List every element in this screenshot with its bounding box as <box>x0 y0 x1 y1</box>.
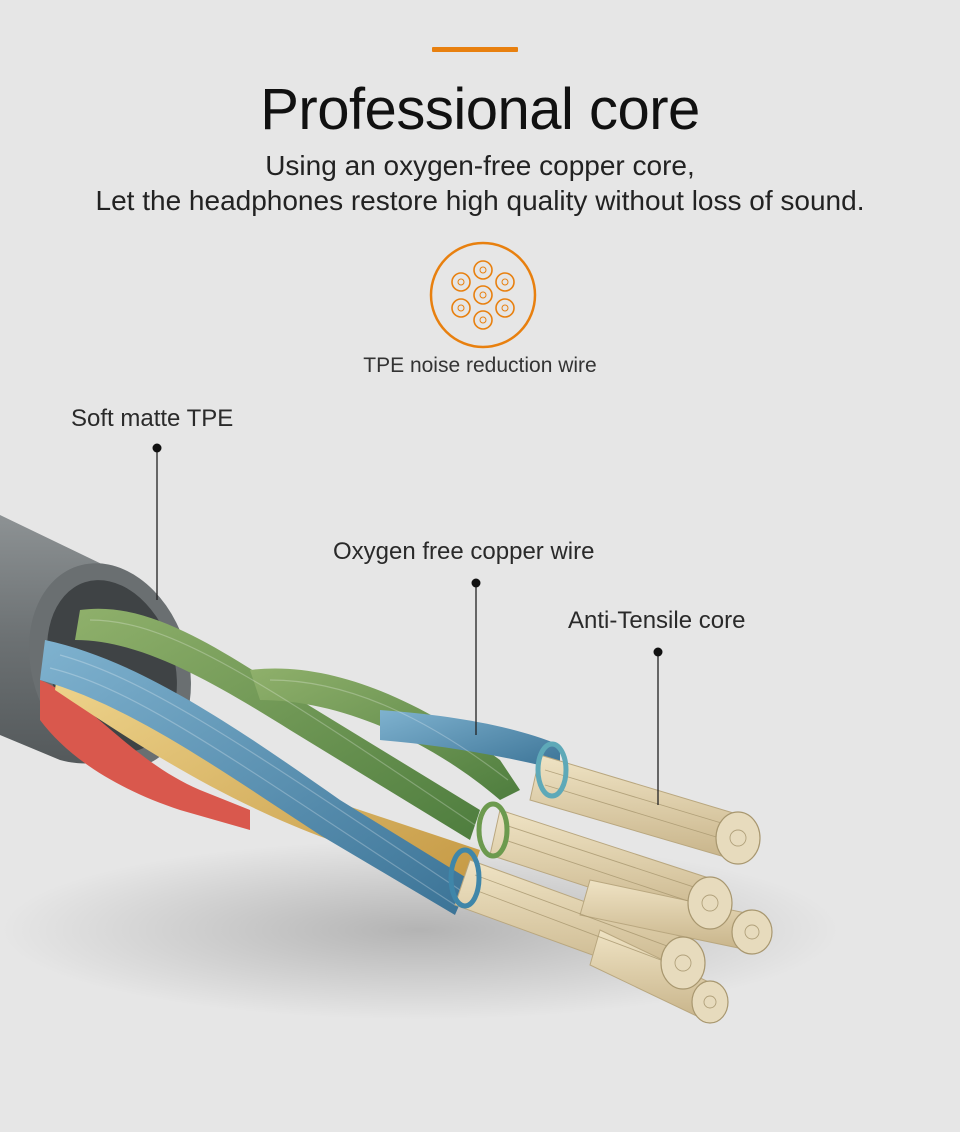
subtitle-line-2: Let the headphones restore high quality … <box>95 185 865 216</box>
wire-cross-section-icon <box>429 241 537 349</box>
page-title: Professional core <box>260 77 700 142</box>
subtitle-line-1: Using an oxygen-free copper core, <box>265 150 695 181</box>
callout-soft-matte-tpe: Soft matte TPE <box>71 405 234 432</box>
callout-oxygen-free-copper: Oxygen free copper wire <box>333 538 595 565</box>
accent-bar <box>432 47 518 52</box>
callout-dot-jacket <box>152 443 162 453</box>
callout-dot-copper <box>471 578 481 588</box>
callout-anti-tensile-core: Anti-Tensile core <box>568 607 746 634</box>
callout-dot-core <box>653 647 663 657</box>
badge-label: TPE noise reduction wire <box>363 354 597 377</box>
